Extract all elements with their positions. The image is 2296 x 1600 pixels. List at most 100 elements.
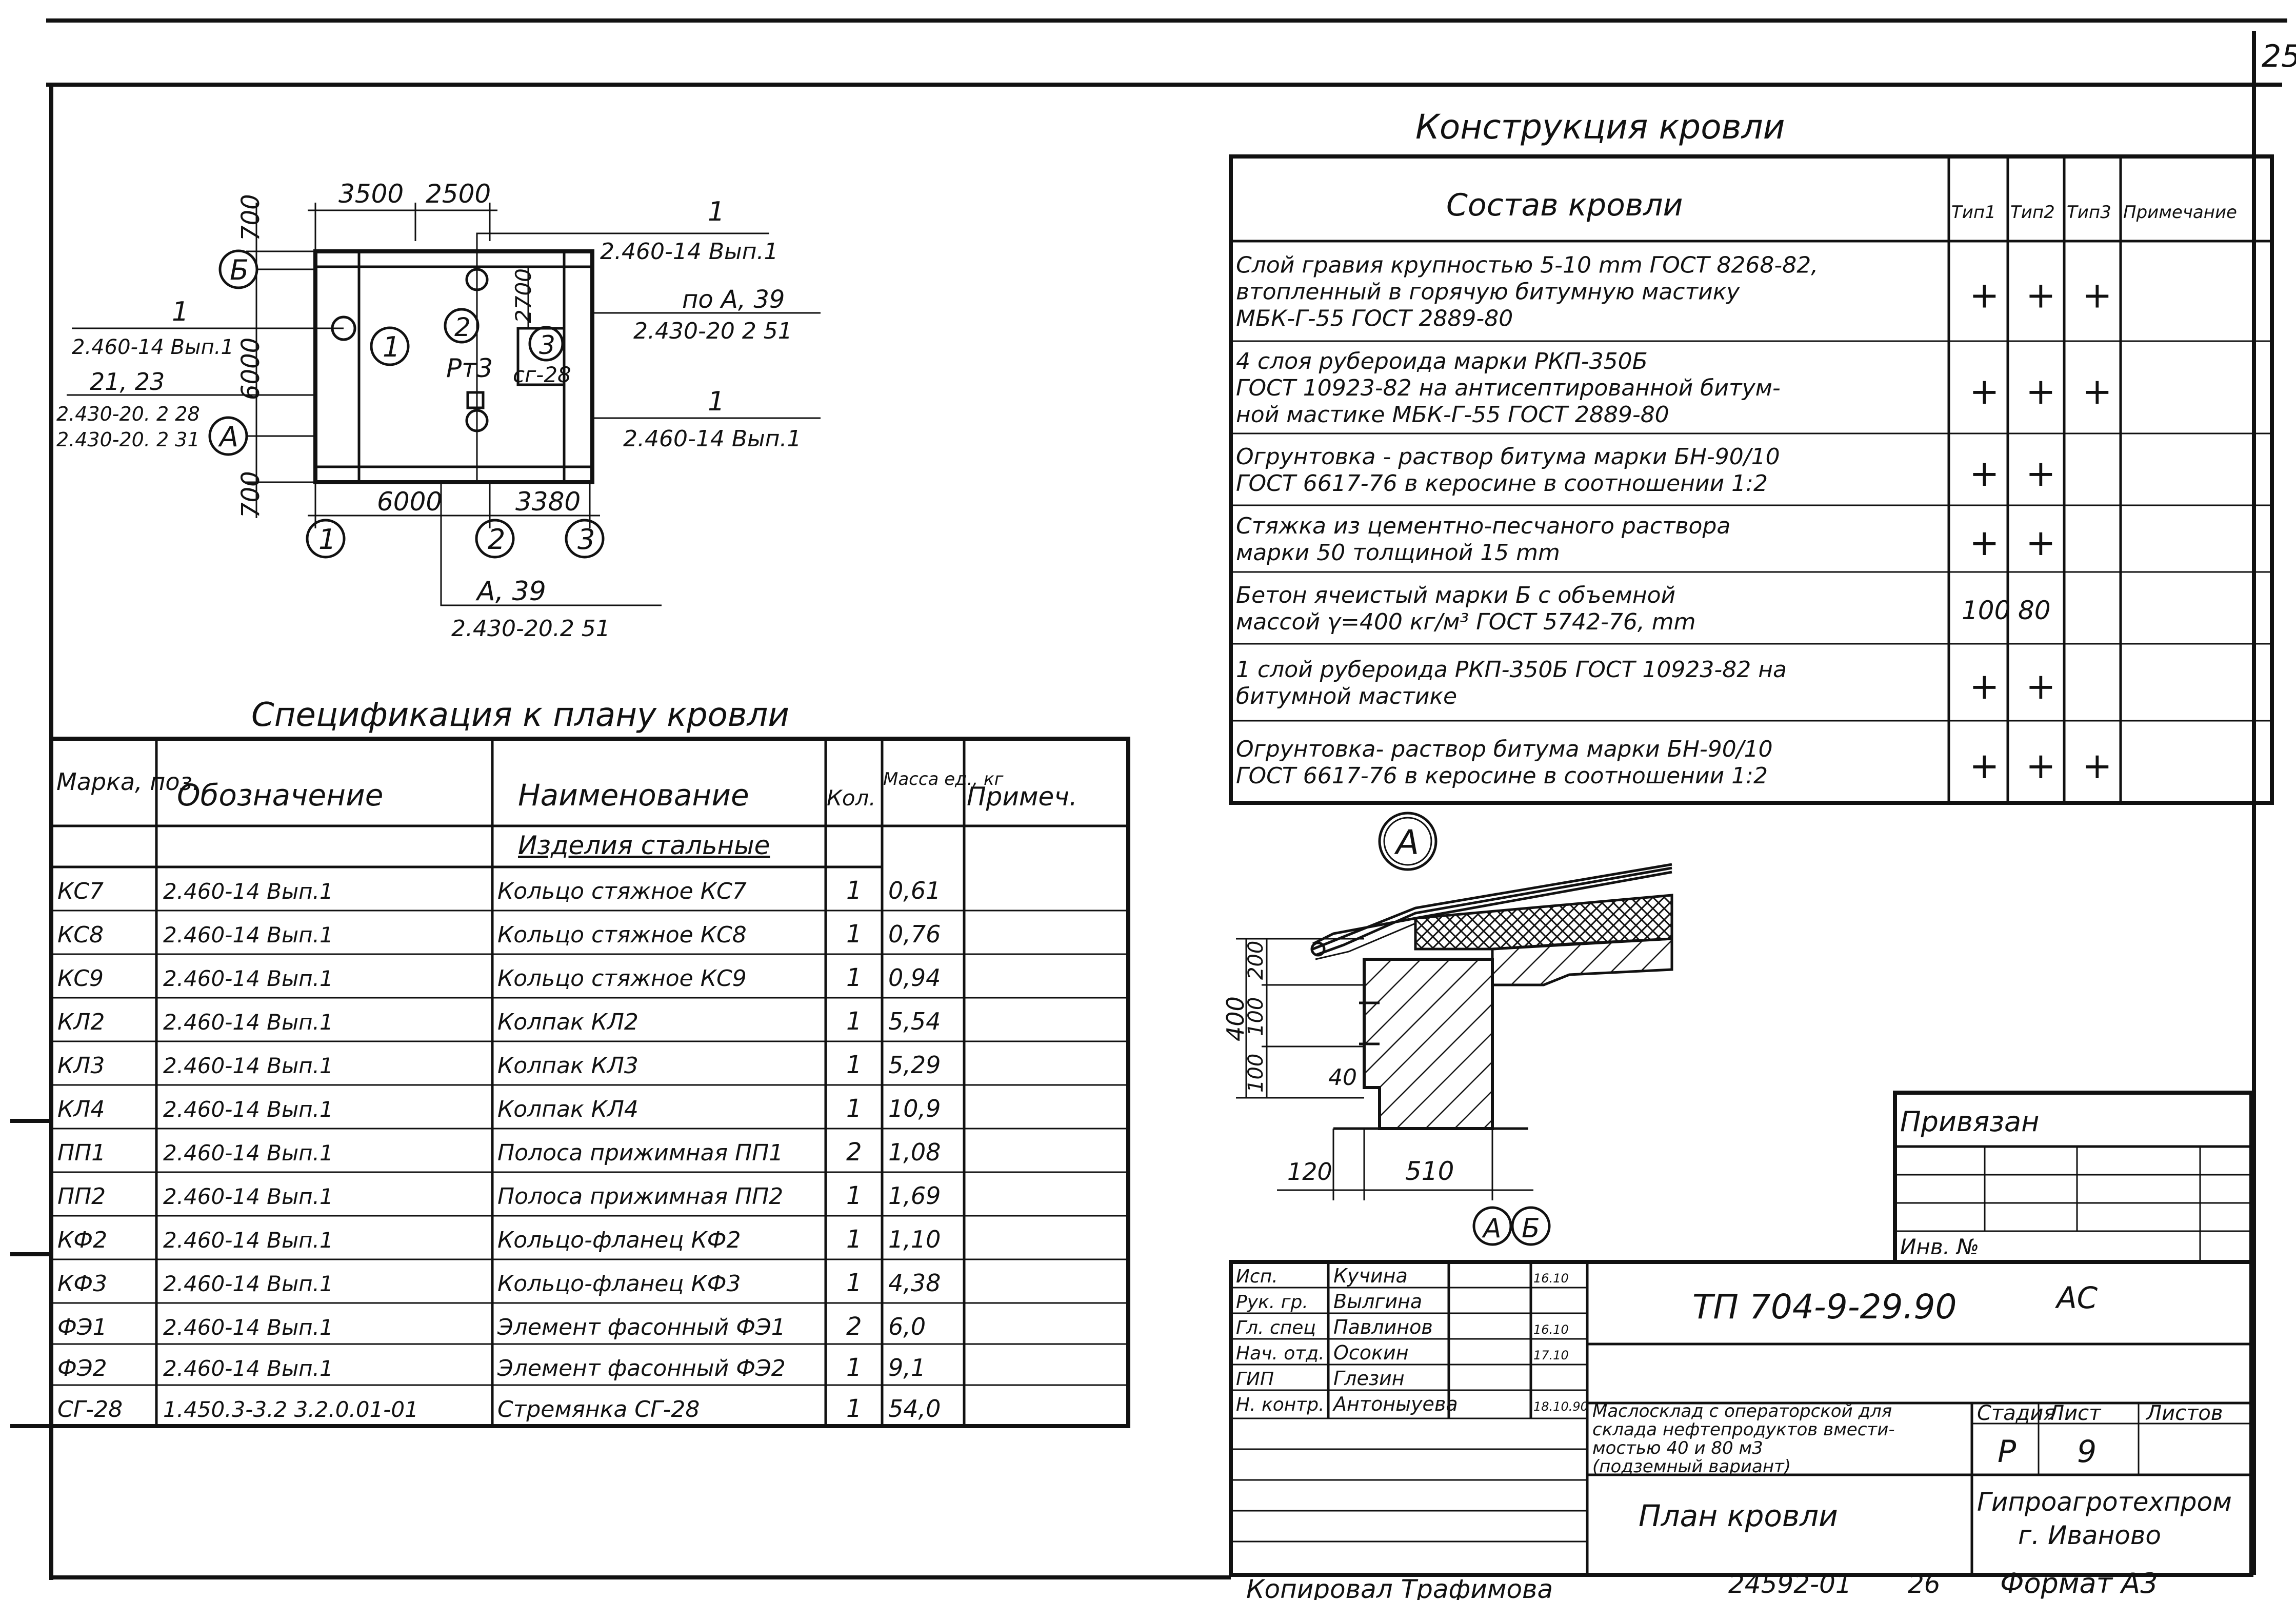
org-name: Гипроагротехпром bbox=[1977, 1487, 2232, 1517]
person-role: Исп. bbox=[1236, 1266, 1278, 1287]
copied-by: Копировал Трафимова bbox=[1246, 1574, 1553, 1600]
spec-table: Марка, поз. Обозначение Наименование Кол… bbox=[49, 737, 1130, 1428]
spec-cell: 1 bbox=[846, 1353, 862, 1382]
project-name-line: склада нефтепродуктов вмести- bbox=[1592, 1419, 1895, 1440]
construction-text: ГОСТ 10923-82 на антисептированной битум… bbox=[1236, 375, 1781, 401]
axis-3: 3 bbox=[577, 523, 595, 556]
title-section: АС bbox=[2054, 1280, 2098, 1315]
callout-6-ref: 2.430-20. 2 31 bbox=[56, 428, 200, 451]
format: Формат А3 bbox=[2000, 1567, 2158, 1599]
plan-label-3: 3 bbox=[539, 330, 555, 360]
axis-2: 2 bbox=[488, 523, 505, 556]
person-role: Нач. отд. bbox=[1236, 1343, 1325, 1364]
drawing-title: План кровли bbox=[1639, 1498, 1838, 1533]
callout-1-num: 1 bbox=[708, 196, 725, 227]
spec-cell: Элемент фасонный ФЭ1 bbox=[497, 1314, 786, 1340]
construction-text: битумной мастике bbox=[1236, 683, 1457, 709]
person-date: 16.10 bbox=[1533, 1271, 1569, 1286]
spec-cell: Кольцо-фланец КФ2 bbox=[497, 1227, 741, 1253]
construction-title: Конструкция кровли bbox=[1415, 107, 1785, 147]
callout-4-ref: 2.460-14 Вып.1 bbox=[72, 335, 234, 359]
construction-text: Слой гравия крупностью 5-10 mm ГОСТ 8268… bbox=[1236, 252, 1818, 279]
project-name-line: Маслосклад с операторской для bbox=[1592, 1401, 1892, 1421]
spec-cell: 2.460-14 Вып.1 bbox=[163, 1315, 333, 1340]
spec-cell: ФЭ1 bbox=[57, 1314, 107, 1340]
spec-cell: Кольцо стяжное КС9 bbox=[497, 965, 747, 992]
dim-inner-2700: 2700 bbox=[511, 268, 536, 323]
type-mark: + bbox=[2026, 370, 2056, 412]
spec-cell: СГ-28 bbox=[57, 1396, 123, 1423]
dim-left-700a: 700 bbox=[236, 194, 265, 241]
project-name-line: (подземный вариант) bbox=[1592, 1456, 1791, 1477]
spec-cell: Колпак КЛ3 bbox=[497, 1053, 638, 1079]
construction-text: массой γ=400 кг/м³ ГОСТ 5742-76, mm bbox=[1236, 609, 1696, 635]
spec-cell: 1,10 bbox=[888, 1226, 941, 1253]
spec-cell: 2.460-14 Вып.1 bbox=[163, 922, 333, 947]
person-name: Антоныуева bbox=[1332, 1393, 1458, 1415]
detail-dim-400: 400 bbox=[1222, 996, 1249, 1041]
detail-wall bbox=[1363, 958, 1494, 1130]
construction-text: 4 слоя рубероида марки РКП-350Б bbox=[1236, 348, 1648, 374]
person-role: Рук. гр. bbox=[1236, 1292, 1308, 1313]
dim-left-700b: 700 bbox=[236, 471, 265, 518]
spec-header-note: Примеч. bbox=[967, 782, 1077, 812]
spec-cell: 5,29 bbox=[888, 1051, 941, 1079]
spec-cell: 1.450.3-3.2 3.2.0.01-01 bbox=[163, 1397, 418, 1422]
axis-b: Б bbox=[230, 254, 249, 286]
callout-4-num: 1 bbox=[172, 297, 189, 327]
spec-cell: 1 bbox=[846, 1007, 862, 1036]
spec-cell: 1 bbox=[846, 920, 862, 949]
plan-label-1: 1 bbox=[383, 331, 400, 363]
spec-cell: 2.460-14 Вып.1 bbox=[163, 1184, 333, 1209]
construction-text: Огрунтовка - раствор битума марки БН-90/… bbox=[1236, 444, 1780, 470]
spec-cell: 0,61 bbox=[888, 877, 941, 904]
spec-cell: ПП2 bbox=[57, 1183, 106, 1210]
axis-a: А bbox=[218, 421, 238, 453]
callout-3-num: 1 bbox=[708, 386, 725, 417]
privyazan-label: Привязан bbox=[1900, 1105, 2039, 1138]
spec-header-qty: Кол. bbox=[827, 785, 876, 811]
type-mark: + bbox=[2026, 745, 2056, 787]
spec-cell: ФЭ2 bbox=[57, 1355, 107, 1381]
spec-cell: КФ3 bbox=[57, 1271, 107, 1297]
spec-cell: 2.460-14 Вып.1 bbox=[163, 1097, 333, 1122]
detail-axis-a: А bbox=[1482, 1213, 1502, 1244]
privyazan-box: Привязан Инв. № bbox=[1893, 1091, 2253, 1264]
detail-axis-b: Б bbox=[1522, 1213, 1540, 1244]
person-name: Осокин bbox=[1333, 1341, 1409, 1364]
person-role: ГИП bbox=[1236, 1369, 1274, 1390]
spec-cell: КФ2 bbox=[57, 1227, 107, 1253]
spec-cell: 6,0 bbox=[888, 1313, 926, 1340]
person-date: 16.10 bbox=[1533, 1322, 1569, 1337]
title-code: ТП 704-9-29.90 bbox=[1692, 1287, 1956, 1327]
spec-cell: 0,76 bbox=[888, 920, 941, 948]
type-mark: + bbox=[2082, 370, 2112, 412]
plan-label-cg28: сг-28 bbox=[513, 362, 571, 387]
spec-cell: 1 bbox=[846, 1225, 862, 1254]
dim-bottom-3380: 3380 bbox=[515, 487, 581, 517]
person-role: Гл. спец bbox=[1236, 1317, 1316, 1338]
spec-cell: КЛ3 bbox=[57, 1053, 105, 1079]
type-mark: + bbox=[1969, 370, 2000, 412]
construction-header-type2: Тип2 bbox=[2010, 202, 2055, 223]
construction-text: 1 слой рубероида РКП-350Б ГОСТ 10923-82 … bbox=[1236, 657, 1787, 683]
type-mark: + bbox=[1969, 274, 2000, 317]
roof-plan: 1 2 Рт3 3 сг-28 3500 2500 700 6000 700 2… bbox=[56, 179, 821, 642]
dim-top-2500: 2500 bbox=[426, 179, 491, 209]
spec-cell: 9,1 bbox=[888, 1354, 926, 1381]
spec-cell: Стремянка СГ-28 bbox=[497, 1396, 700, 1423]
person-role: Н. контр. bbox=[1236, 1394, 1325, 1415]
spec-cell: Полоса прижимная ПП1 bbox=[497, 1140, 783, 1166]
sheets-label: Листов bbox=[2145, 1401, 2223, 1425]
spec-cell: Колпак КЛ2 bbox=[497, 1009, 638, 1035]
spec-cell: 2.460-14 Вып.1 bbox=[163, 1356, 333, 1381]
detail-insulation bbox=[1414, 894, 1673, 951]
callout-3-ref: 2.460-14 Вып.1 bbox=[623, 426, 802, 452]
type-mark: + bbox=[2026, 665, 2056, 707]
callout-2-ref: 2.430-20 2 51 bbox=[633, 318, 792, 344]
spec-cell: Кольцо стяжное КС7 bbox=[497, 878, 747, 904]
construction-header-note: Примечание bbox=[2123, 202, 2237, 223]
spec-cell: 1,69 bbox=[888, 1182, 941, 1210]
construction-text: ной мастике МБК-Г-55 ГОСТ 2889-80 bbox=[1236, 402, 1669, 428]
